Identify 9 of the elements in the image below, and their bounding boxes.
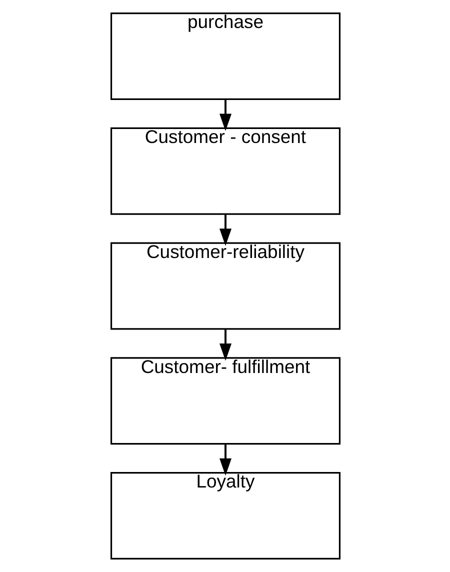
node-box: Loyalty [110, 472, 340, 560]
arrow [218, 214, 232, 246]
arrow [218, 329, 232, 361]
node-box: Customer- fulfillment [110, 357, 340, 445]
arrow [218, 99, 232, 131]
arrow [218, 444, 232, 476]
node-box: purchase [110, 12, 340, 100]
node-box: Customer - consent [110, 127, 340, 215]
node-box: Customer-reliability [110, 242, 340, 330]
